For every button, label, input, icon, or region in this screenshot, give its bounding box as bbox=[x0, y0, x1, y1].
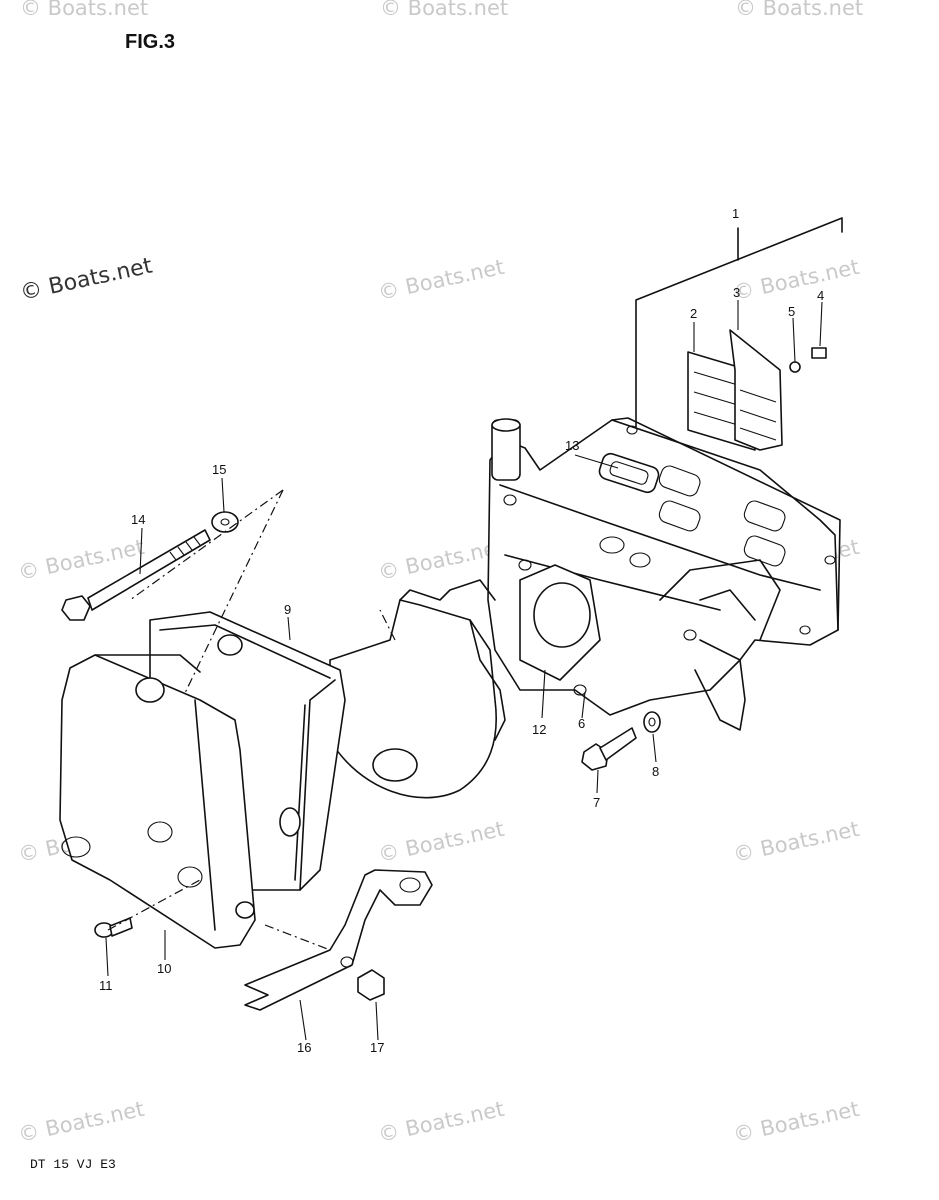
assembly-lines bbox=[107, 489, 396, 951]
watermark: © Boats.net bbox=[731, 1097, 861, 1147]
watermark: © Boats.net bbox=[376, 535, 506, 585]
watermark: © Boats.net bbox=[376, 255, 506, 305]
screw-11 bbox=[94, 917, 133, 938]
bolt-7 bbox=[581, 727, 637, 771]
watermark: © Boats.net bbox=[376, 817, 506, 867]
leader-lines bbox=[105, 300, 823, 1041]
washer-15 bbox=[211, 511, 239, 533]
watermark: © Boats.net bbox=[731, 255, 861, 305]
watermark: © Boats.net bbox=[16, 1097, 146, 1147]
part-label-12: 12 bbox=[532, 722, 546, 737]
part-label-3: 3 bbox=[733, 285, 740, 300]
part-labels: 1 2 3 4 5 6 7 8 9 10 11 12 13 14 15 16 1… bbox=[99, 206, 824, 1055]
watermark: © Boats.net bbox=[18, 253, 155, 305]
reed-plates bbox=[687, 329, 827, 451]
part-label-2: 2 bbox=[690, 306, 697, 321]
part-label-5: 5 bbox=[788, 304, 795, 319]
gasket-13 bbox=[598, 452, 660, 494]
part-label-1: 1 bbox=[732, 206, 739, 221]
part-label-16: 16 bbox=[297, 1040, 311, 1055]
model-code: DT 15 VJ E3 bbox=[30, 1157, 116, 1172]
assembly-bracket bbox=[635, 217, 843, 431]
washer-8 bbox=[643, 711, 661, 733]
part-label-10: 10 bbox=[157, 961, 171, 976]
watermark: © Boats.net bbox=[735, 0, 863, 20]
intake-manifold bbox=[487, 417, 841, 731]
part-label-15: 15 bbox=[212, 462, 226, 477]
watermark: © Boats.net bbox=[376, 1097, 506, 1147]
part-label-17: 17 bbox=[370, 1040, 384, 1055]
figure-title: FIG.3 bbox=[125, 31, 175, 53]
watermark: © Boats.net bbox=[731, 817, 861, 867]
watermark: © Boats.net bbox=[380, 0, 508, 20]
carburetor bbox=[329, 579, 506, 799]
part-label-11: 11 bbox=[99, 978, 113, 993]
part-label-6: 6 bbox=[578, 716, 585, 731]
part-label-8: 8 bbox=[652, 764, 659, 779]
nut-17 bbox=[357, 969, 385, 1001]
part-label-14: 14 bbox=[131, 512, 145, 527]
bolt-14 bbox=[61, 529, 211, 621]
bracket-16 bbox=[244, 869, 433, 1011]
part-label-9: 9 bbox=[284, 602, 291, 617]
watermark: © Boats.net bbox=[20, 0, 148, 20]
silencer-cover bbox=[59, 654, 256, 949]
part-label-7: 7 bbox=[593, 795, 600, 810]
part-label-13: 13 bbox=[565, 438, 579, 453]
part-label-4: 4 bbox=[817, 288, 824, 303]
